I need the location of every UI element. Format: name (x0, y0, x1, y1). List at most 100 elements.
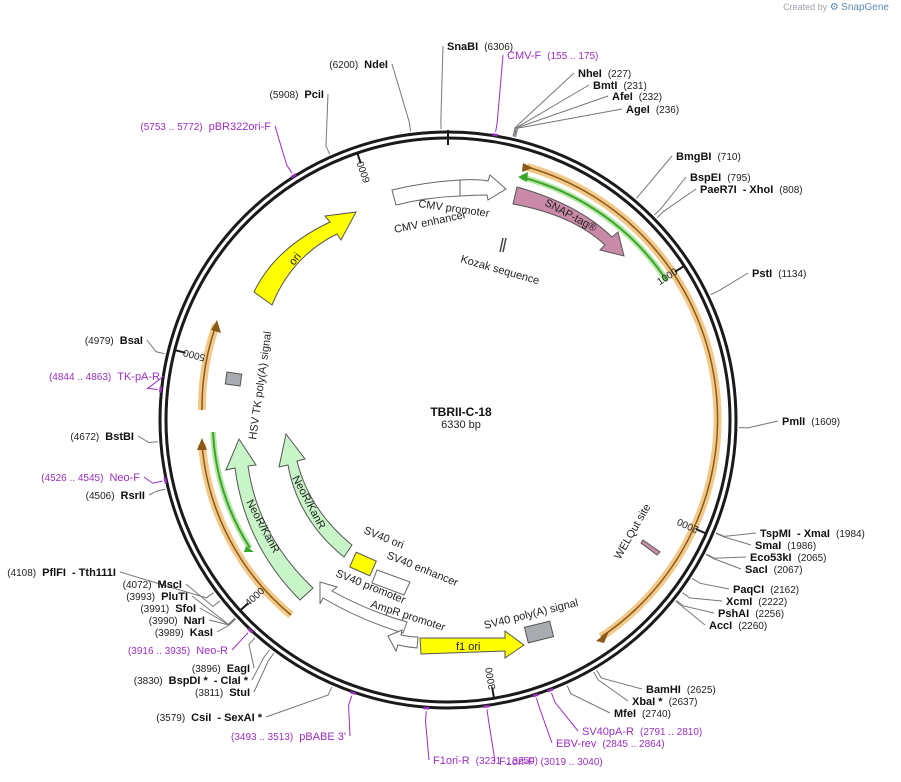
site-leader-19 (675, 600, 706, 626)
primer-mark-3 (163, 477, 168, 484)
site-text-26-1: EagI (227, 663, 250, 675)
primer-text-2-1: TK-pA-R (117, 371, 160, 383)
site-text-30-0: (3993) (126, 592, 155, 603)
site-text-33-1: RsrII (121, 490, 145, 502)
primer-leader-1 (274, 125, 293, 174)
tick-mark-6000 (356, 153, 362, 164)
primer-label-9: SV40pA-R(2791 .. 2810) (582, 726, 702, 738)
feature-label-f1-ori: f1 ori (456, 641, 480, 653)
primer-text-4-1: Neo-R (196, 645, 228, 657)
tick-label-6000: 6000 (355, 159, 373, 184)
highlight-arc-top (522, 163, 722, 643)
site-text-13-1: (1986) (787, 541, 816, 552)
primer-text-7-0: F1ori-F (499, 756, 535, 768)
site-label-20: BamHI(2625) (646, 684, 716, 696)
ampr-promoter-arrow (387, 629, 419, 653)
primer-text-9-1: (2791 .. 2810) (640, 727, 702, 738)
site-label-28: (3990)NarI (149, 615, 205, 627)
site-label-10: PstI(1134) (752, 268, 806, 280)
neor-kanr-arrow-outer (225, 437, 314, 601)
site-text-23-2: - SexAI * (217, 712, 262, 724)
site-text-34-1: BstBI (105, 431, 134, 443)
site-label-14: Eco53kI(2065) (750, 552, 827, 564)
site-label-6: AgeI(236) (626, 104, 679, 116)
site-text-17-0: XcmI (726, 596, 752, 608)
site-text-29-0: (3991) (140, 604, 169, 615)
site-label-26: (3896)EagI (192, 663, 250, 675)
site-text-25-0: (3830) (134, 676, 163, 687)
primer-label-7: F1ori-F(3019 .. 3040) (499, 756, 603, 768)
site-label-18: PshAI(2256) (718, 608, 784, 620)
site-leader-18 (676, 599, 715, 614)
site-label-15: SacI(2067) (745, 564, 803, 576)
site-text-12-2: (1984) (836, 529, 865, 540)
site-label-12: TspMI- XmaI(1984) (760, 528, 865, 540)
primer-mark-9 (547, 688, 554, 693)
site-label-25: (3830)BspDI *- ClaI * (134, 675, 249, 687)
watermark: Created by ⚙ SnapGene (783, 2, 889, 13)
tick-label-3000: 3000 (484, 666, 499, 690)
primer-text-4-0: (3916 .. 3935) (128, 646, 190, 657)
site-leader-31 (185, 583, 221, 608)
site-text-20-1: (2625) (687, 685, 716, 696)
primer-mark-1 (290, 173, 297, 179)
site-text-35-0: (4979) (85, 336, 114, 347)
primer-label-4: (3916 .. 3935) Neo-R (128, 645, 228, 657)
feature-label-ori: ori (287, 251, 304, 268)
site-text-11-1: (1609) (811, 417, 840, 428)
site-leader-22 (566, 685, 611, 714)
site-leader-32 (119, 571, 214, 599)
site-text-2-0: (5908) (270, 90, 299, 101)
site-label-30: (3993)PluTI (126, 591, 188, 603)
site-text-12-0: TspMI (760, 528, 791, 540)
tick-label-5000: 5000 (182, 346, 207, 362)
site-leader-23 (265, 686, 333, 718)
site-leader-8 (654, 176, 687, 216)
site-text-9-0: PaeR7I (700, 184, 737, 196)
site-label-19: AccI(2260) (709, 620, 767, 632)
site-text-11-0: PmlI (782, 416, 805, 428)
primer-text-0-1: (155 .. 175) (547, 51, 598, 62)
site-leader-9 (656, 188, 697, 219)
site-label-13: SmaI (1986) (755, 540, 816, 552)
site-label-4: BmtI (231) (593, 80, 647, 92)
site-text-25-1: BspDI * (169, 675, 209, 687)
site-text-4-1: (231) (623, 81, 646, 92)
tick-mark-3000 (491, 687, 495, 698)
site-text-21-0: XbaI * (632, 696, 663, 708)
site-leader-13 (715, 532, 752, 546)
sv40-ori-box (349, 551, 377, 577)
site-text-0-1: (6306) (484, 42, 513, 53)
site-label-2: (5908)PciI (270, 89, 324, 101)
primer-leader-7 (486, 709, 496, 762)
primer-text-3-0: (4526 .. 4545) (41, 473, 103, 484)
primer-leader-6 (425, 711, 430, 761)
primer-text-8-1: (2845 .. 2864) (602, 739, 664, 750)
site-text-13-0: SmaI (755, 540, 781, 552)
site-leader-34 (137, 435, 158, 443)
site-text-22-1: (2740) (642, 709, 671, 720)
site-label-27: (3989)KasI (155, 627, 213, 639)
site-text-8-1: (795) (727, 173, 750, 184)
primer-text-5-0: (3493 .. 3513) (231, 732, 293, 743)
site-leader-7 (636, 155, 673, 199)
site-text-4-0: BmtI (593, 80, 617, 92)
neor-kanr-arrow-inner (278, 432, 353, 558)
site-text-6-1: (236) (656, 105, 679, 116)
primer-text-1-1: pBR322ori-F (209, 121, 272, 133)
site-label-21: XbaI *(2637) (632, 696, 697, 708)
site-text-28-0: (3990) (149, 616, 178, 627)
leader-lines (119, 45, 779, 762)
feature-label-kozak: Kozak sequence (459, 253, 541, 287)
site-label-8: BspEI(795) (690, 172, 751, 184)
site-leader-15 (705, 554, 742, 570)
site-text-3-1: (227) (608, 69, 631, 80)
welqut-site-mark (640, 539, 661, 556)
sv40-polya-box (523, 620, 555, 644)
primer-text-1-0: (5753 .. 5772) (140, 122, 202, 133)
snapgene-logo-icon: ⚙ (829, 2, 839, 13)
hsv-tk-polya-box (224, 371, 243, 387)
site-text-18-1: (2256) (755, 609, 784, 620)
sv40-enhancer-box (371, 569, 411, 596)
sv40-promoter-arrow (319, 581, 408, 634)
